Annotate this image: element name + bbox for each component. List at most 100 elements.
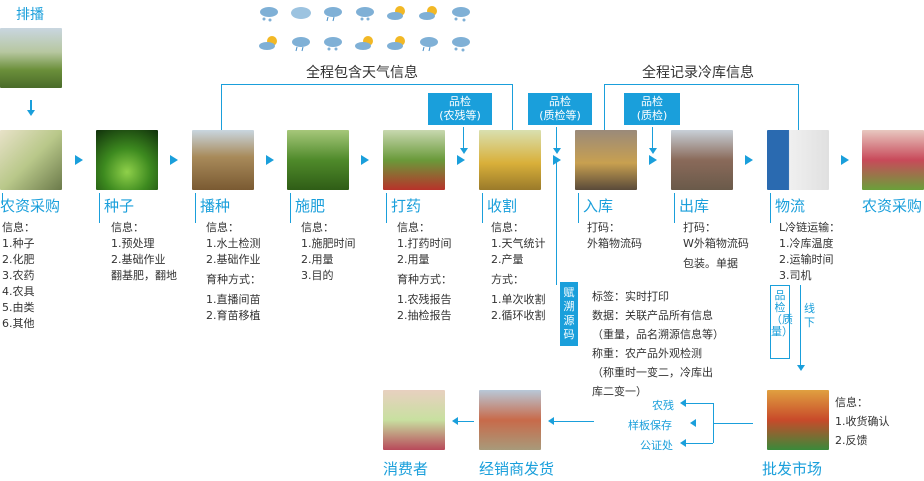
weather-bracket-left — [221, 84, 222, 130]
info-line: 数据：关联产品所有信息 — [592, 309, 713, 322]
distributor-photo — [479, 390, 541, 450]
stage-info: 信息： 1.施肥时间 2.用量 3.目的 — [301, 220, 356, 284]
rain-cloud-icon — [418, 34, 440, 52]
qc-connector — [652, 127, 653, 150]
down-arrow-icon — [553, 148, 561, 154]
coldstore-bracket-right — [798, 84, 799, 130]
branch-line — [713, 423, 753, 424]
info-line: 1.单次收割 — [491, 293, 546, 306]
next-arrow-icon — [170, 155, 178, 165]
stage-info: 信息： 1.种子 2.化肥 3.农药 4.农具 5.由类 6.其他 — [2, 220, 35, 332]
info-line: 打码： — [587, 221, 620, 234]
distributor-label: 经销商发货 — [479, 460, 555, 478]
branch-line — [686, 443, 713, 444]
qc-badge-quality-2: 品检 (质检) — [624, 93, 680, 125]
stage-info: 信息： 1.水土检测 2.基础作业 育种方式： 1.直播间苗 2.育苗移植 — [206, 220, 261, 324]
qc-connector — [463, 127, 464, 150]
next-arrow-icon — [266, 155, 274, 165]
down-arrow-icon — [649, 148, 657, 154]
sun-cloud-icon — [386, 4, 408, 22]
info-line: 信息： — [491, 221, 524, 234]
info-line: 信息： — [397, 221, 430, 234]
stage-info: L冷链运输： 1.冷库温度 2.运输时间 3.司机 — [779, 220, 840, 284]
storage-in-photo — [575, 130, 637, 190]
seed-photo — [96, 130, 158, 190]
down-arrow-icon — [460, 148, 468, 154]
cloud-icon — [290, 4, 312, 22]
snow-cloud-icon — [450, 34, 472, 52]
info-line: 1.种子 — [2, 237, 35, 250]
info-line: 信息： — [301, 221, 334, 234]
info-line: 库二变一） — [592, 385, 647, 398]
trace-code-badge: 赋溯源码 — [560, 282, 578, 346]
stage-info: 打码： W外箱物流码 包装。单据 — [683, 220, 749, 272]
left-arrow-icon — [680, 399, 686, 407]
info-line: 信息： — [206, 221, 239, 234]
info-line: 1.冷库温度 — [779, 237, 834, 250]
info-line: 1.直播间苗 — [206, 293, 261, 306]
qc-quality-vertical-badge: 品检（质量） — [770, 285, 793, 359]
info-line: 包装。单据 — [683, 257, 738, 270]
stage-marker — [578, 193, 579, 223]
snow-cloud-icon — [258, 4, 280, 22]
info-subtitle: 育种方式： — [397, 273, 452, 286]
stage-marker — [99, 193, 100, 223]
weather-bracket-top — [221, 84, 513, 85]
info-line: 信息： — [2, 221, 35, 234]
info-line: 1.天气统计 — [491, 237, 546, 250]
stage-info: 信息： 1.打药时间 2.用量 育种方式： 1.农残报告 2.抽检报告 — [397, 220, 452, 324]
info-line: 2.抽检报告 — [397, 309, 452, 322]
stage-title: 收割 — [487, 197, 518, 215]
coldstore-bracket-left — [604, 84, 605, 130]
market-info: 信息： 1.收货确认 2.反馈 — [835, 393, 890, 450]
next-arrow-icon — [361, 155, 369, 165]
next-arrow-icon — [745, 155, 753, 165]
info-line: 1.农残报告 — [397, 293, 452, 306]
info-line: （重量，品名溯源信息等） — [592, 328, 724, 341]
retail-photo — [862, 130, 924, 190]
logistics-truck-photo — [767, 130, 829, 190]
consumer-label: 消费者 — [383, 460, 429, 478]
left-arrow-icon — [680, 439, 686, 447]
info-line: 2.反馈 — [835, 434, 868, 447]
info-line: 打码： — [683, 221, 716, 234]
info-line: 3.农药 — [2, 269, 35, 282]
next-arrow-icon — [649, 155, 657, 165]
info-line: 翻基肥，翻地 — [111, 269, 177, 282]
sowing-photo — [192, 130, 254, 190]
stage-info: 信息： 1.预处理 2.基础作业 翻基肥，翻地 — [111, 220, 177, 284]
down-arrow-icon — [797, 365, 805, 371]
fertilizer-photo — [287, 130, 349, 190]
info-line: 2.用量 — [397, 253, 430, 266]
info-line: 5.由类 — [2, 301, 35, 314]
stage-marker — [290, 193, 291, 223]
info-line: 1.水土检测 — [206, 237, 261, 250]
info-line: L冷链运输： — [779, 221, 841, 234]
info-line: 信息： — [835, 396, 868, 409]
rain-cloud-icon — [322, 4, 344, 22]
qc-connector — [556, 127, 557, 150]
stage-title: 出库 — [679, 197, 710, 215]
stage-marker — [674, 193, 675, 223]
snow-cloud-icon — [450, 4, 472, 22]
label-info: 标签：实时打印 数据：关联产品所有信息 （重量，品名溯源信息等） 称重：农产品外… — [592, 287, 724, 401]
stage-title: 入库 — [583, 197, 614, 215]
sun-cloud-icon — [354, 34, 376, 52]
stage-title: 农资采购 — [0, 197, 61, 215]
stage-title: 打药 — [391, 197, 422, 215]
snow-cloud-icon — [322, 34, 344, 52]
stage-marker — [770, 193, 771, 223]
info-line: W外箱物流码 — [683, 237, 749, 250]
down-arrow-icon — [27, 110, 35, 116]
info-line: 称重：农产品外观检测 — [592, 347, 702, 360]
sun-cloud-icon — [258, 34, 280, 52]
rain-cloud-icon — [290, 34, 312, 52]
spraying-photo — [383, 130, 445, 190]
info-subtitle: 方式： — [491, 273, 524, 286]
flow-line — [554, 421, 594, 422]
info-line: 3.司机 — [779, 269, 812, 282]
info-line: （称重时一变二，冷库出 — [592, 366, 713, 379]
storage-out-photo — [671, 130, 733, 190]
coldstore-bracket-top — [604, 84, 799, 85]
next-arrow-icon — [457, 155, 465, 165]
